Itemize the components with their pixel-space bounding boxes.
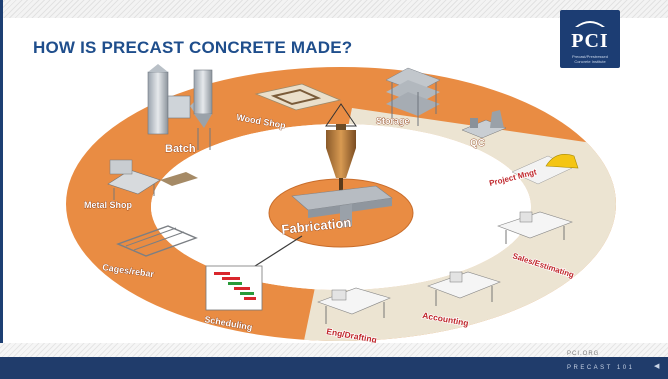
footer-course-title: PRECAST 101 [567, 365, 635, 371]
qc-illustration [461, 110, 507, 139]
wood-shop-illustration [254, 83, 342, 111]
top-hatch-band [0, 0, 668, 18]
storage-illustration [385, 67, 441, 126]
logo-roof-icon [575, 21, 605, 27]
scheduling-illustration [205, 265, 263, 311]
station-label-storage: Storage [376, 116, 410, 126]
batch-plant-illustration [147, 64, 213, 150]
station-label-batch: Batch [165, 143, 196, 155]
bottom-hatch-band [0, 343, 668, 357]
project-mngt-illustration [511, 154, 579, 185]
fabrication-illustration [291, 103, 393, 228]
station-label-qc: QC [470, 138, 485, 149]
logo-subtitle: Precast/Prestressed Concrete Institute [571, 54, 608, 64]
footer-bar [0, 357, 668, 379]
sales-estimating-illustration [497, 211, 573, 244]
hub-connector-line [251, 235, 303, 269]
pci-logo: PCI Precast/Prestressed Concrete Institu… [560, 10, 620, 68]
logo-wordmark: PCI [571, 30, 609, 52]
left-accent-rule [0, 0, 3, 379]
eng-drafting-illustration [317, 287, 391, 324]
station-label-metal-shop: Metal Shop [84, 200, 133, 210]
cages-rebar-illustration [116, 225, 198, 257]
footer-arrow-icon: ◀ [654, 363, 660, 370]
accounting-illustration [427, 271, 501, 306]
footer-brand: PCI.ORG [567, 351, 600, 357]
metal-shop-illustration [107, 159, 198, 200]
slide-title: HOW IS PRECAST CONCRETE MADE? [33, 38, 353, 57]
